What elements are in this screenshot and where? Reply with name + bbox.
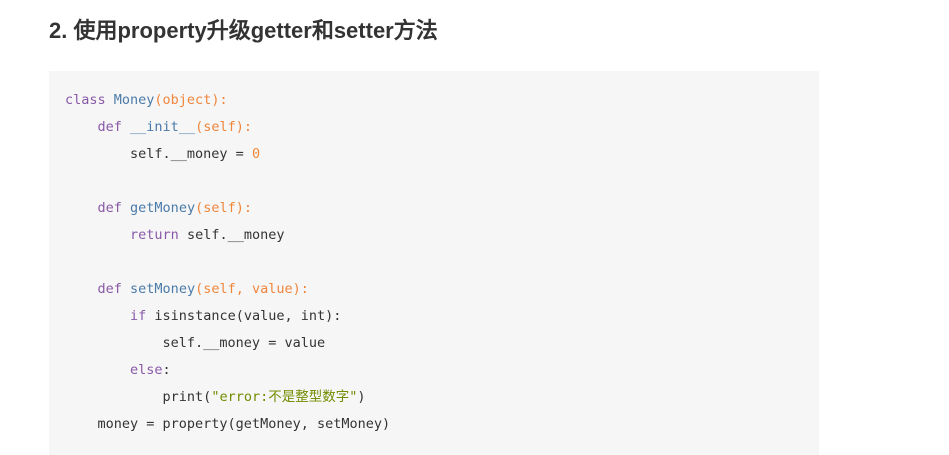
code-listing: class Money(object): def __init__(self):… [65,87,390,438]
code-token: (self): [195,200,252,216]
code-token: isinstance(value, int): [146,308,342,324]
code-token: if [130,308,147,324]
code-token: Money [113,92,155,108]
code-token: __init__ [130,119,196,135]
code-line: self.__money = value [65,330,390,357]
code-line: def getMoney(self): [65,195,390,222]
code-token: "error:不是整型数字" [211,389,358,405]
code-token [65,119,98,135]
code-token [65,281,98,297]
code-token: ) [357,389,366,405]
code-line: return self.__money [65,222,390,249]
code-line: if isinstance(value, int): [65,303,390,330]
code-line: money = property(getMoney, setMoney) [65,411,391,438]
code-line: def __init__(self): [65,114,390,141]
code-token [122,119,130,135]
code-token: (object): [154,92,228,108]
code-token: def [97,200,122,216]
code-token: def [97,281,122,297]
code-token: class [65,92,106,108]
code-line: class Money(object): [65,87,390,114]
code-line: else: [65,357,390,384]
code-token: getMoney [130,200,196,216]
code-token [65,308,130,324]
code-token: return [130,227,179,243]
code-block: class Money(object): def __init__(self):… [49,71,819,455]
section-heading: 2. 使用property升级getter和setter方法 [49,18,438,43]
code-token: (self, value): [195,281,309,297]
code-token: print( [65,389,212,405]
code-line [65,168,390,195]
code-token [65,227,130,243]
code-token: self.__money = value [65,335,326,351]
code-line: def setMoney(self, value): [65,276,390,303]
code-token: self.__money [178,227,285,243]
code-token [122,281,130,297]
code-token: (self): [195,119,252,135]
code-line [65,249,390,276]
code-token [65,362,130,378]
code-token [65,200,98,216]
code-token: else [130,362,163,378]
code-token: : [162,362,171,378]
code-token: setMoney [130,281,196,297]
code-line: print("error:不是整型数字") [65,384,390,411]
code-token [122,200,130,216]
code-token: money = property(getMoney, setMoney) [65,416,391,432]
code-token: 0 [251,146,261,162]
code-token: def [97,119,122,135]
code-token: self.__money = [65,146,252,162]
code-token [106,92,114,108]
code-line: self.__money = 0 [65,141,390,168]
